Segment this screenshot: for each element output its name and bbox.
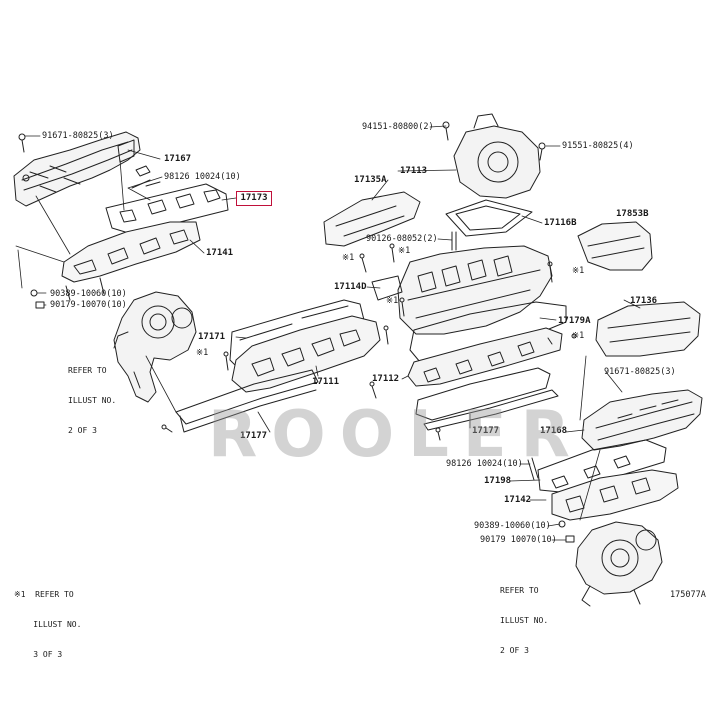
label-17177-left: 17177 xyxy=(240,431,268,441)
bolt-x1 xyxy=(161,243,577,441)
stud-90179-right xyxy=(565,535,575,543)
label-x1-b: ※1 xyxy=(398,246,411,256)
note-line: 2 OF 3 xyxy=(500,646,529,655)
turbocharger-left xyxy=(113,291,197,403)
heat-insulator-17167 xyxy=(13,131,141,207)
insulator-17853B xyxy=(577,221,653,271)
note-line: ※1 REFER TO xyxy=(14,590,74,599)
label-x1-e: ※1 xyxy=(572,331,585,341)
label-x1-d: ※1 xyxy=(386,296,399,306)
camshaft-housing-17111 xyxy=(231,315,381,393)
bracket-17135A xyxy=(323,191,421,247)
label-94151: 94151-80800(2) xyxy=(362,122,434,132)
label-17142: 17142 xyxy=(504,495,532,505)
label-17114D: 17114D xyxy=(334,282,367,292)
throttle-body-17113 xyxy=(453,113,541,199)
label-90126: 90126-08052(2) xyxy=(366,234,438,244)
gasket-17177-left xyxy=(175,369,319,433)
label-98126-left: 98126 10024(10) xyxy=(164,172,241,182)
gasket-17177-right xyxy=(423,389,559,431)
label-90389-right: 90389-10060(10) xyxy=(474,521,551,531)
stud-90126 xyxy=(451,231,457,251)
label-x1-a: ※1 xyxy=(342,253,355,263)
note-line: ILLUST NO. xyxy=(68,396,117,405)
insulator-17136 xyxy=(595,301,701,357)
label-90389-left: 90389-10060(10) xyxy=(50,289,127,299)
note-line: REFER TO xyxy=(68,366,107,375)
nut-90389 xyxy=(30,289,38,297)
note-line: 3 OF 3 xyxy=(14,650,63,659)
highlighted-part-17173: 17173 xyxy=(236,191,272,206)
label-17853B: 17853B xyxy=(616,209,649,219)
label-17136: 17136 xyxy=(630,296,658,306)
cylinder-head-cover-right xyxy=(407,301,567,421)
label-98126-right: 98126 10024(10) xyxy=(446,459,523,469)
label-90179-right: 90179 10070(10) xyxy=(480,535,557,545)
label-x1-f: ※1 xyxy=(196,348,209,358)
label-91551: 91551-80825(4) xyxy=(562,141,634,151)
note-line: ILLUST NO. xyxy=(14,620,82,629)
label-17168: 17168 xyxy=(540,426,568,436)
label-91671-right: 91671-80825(3) xyxy=(604,367,676,377)
label-91671-top: 91671-80825(3) xyxy=(42,131,114,141)
note-line: ILLUST NO. xyxy=(500,616,549,625)
note-illust-right: REFER TO ILLUST NO. 2 OF 3 xyxy=(500,566,548,666)
bolt-94151 xyxy=(442,121,450,141)
bolt-91551 xyxy=(538,142,546,161)
label-17179A: 17179A xyxy=(558,316,591,326)
stud-17198 xyxy=(527,457,539,481)
label-90179-left: 90179-10070(10) xyxy=(50,300,127,310)
note-x1-footnote: ※1 REFER TO ILLUST NO. 3 OF 3 xyxy=(14,570,81,670)
note-line: 2 OF 3 xyxy=(68,426,97,435)
label-17113: 17113 xyxy=(400,166,428,176)
stud-90179 xyxy=(35,301,45,309)
exhaust-manifold-17141 xyxy=(61,221,201,301)
label-17135A: 17135A xyxy=(354,175,387,185)
gasket-17116B xyxy=(445,199,533,237)
label-17198: 17198 xyxy=(484,476,512,486)
label-17171: 17171 xyxy=(198,332,226,342)
figure-code: 175077A xyxy=(670,590,706,600)
watermark: ROOLER xyxy=(208,398,584,472)
label-17177-right: 17177 xyxy=(472,426,500,436)
heat-insulator-17168 xyxy=(581,389,703,451)
label-17111: 17111 xyxy=(312,377,340,387)
leader-lines xyxy=(15,125,641,541)
note-illust-left: REFER TO ILLUST NO. 2 OF 3 xyxy=(68,346,116,446)
label-17112: 17112 xyxy=(372,374,400,384)
note-line: REFER TO xyxy=(500,586,539,595)
intake-manifold-17114D xyxy=(371,245,553,335)
label-17167: 17167 xyxy=(164,154,192,164)
label-17116B: 17116B xyxy=(544,218,577,228)
bolt-91671 xyxy=(18,133,26,153)
label-x1-c: ※1 xyxy=(572,266,585,276)
turbocharger-right xyxy=(575,521,663,607)
label-17141: 17141 xyxy=(206,248,234,258)
